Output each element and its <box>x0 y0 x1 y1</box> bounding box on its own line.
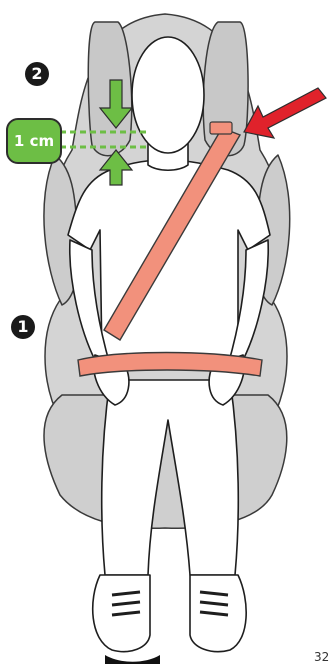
measurement-badge: 1 cm <box>6 118 62 164</box>
belt-guide <box>210 122 232 134</box>
step-marker-2: 2 <box>25 62 49 86</box>
page-number: 32 <box>314 650 329 664</box>
shoe-sole <box>105 655 160 664</box>
child-head <box>132 37 204 153</box>
red-arrow <box>244 88 326 138</box>
step-marker-1: 1 <box>11 315 35 339</box>
